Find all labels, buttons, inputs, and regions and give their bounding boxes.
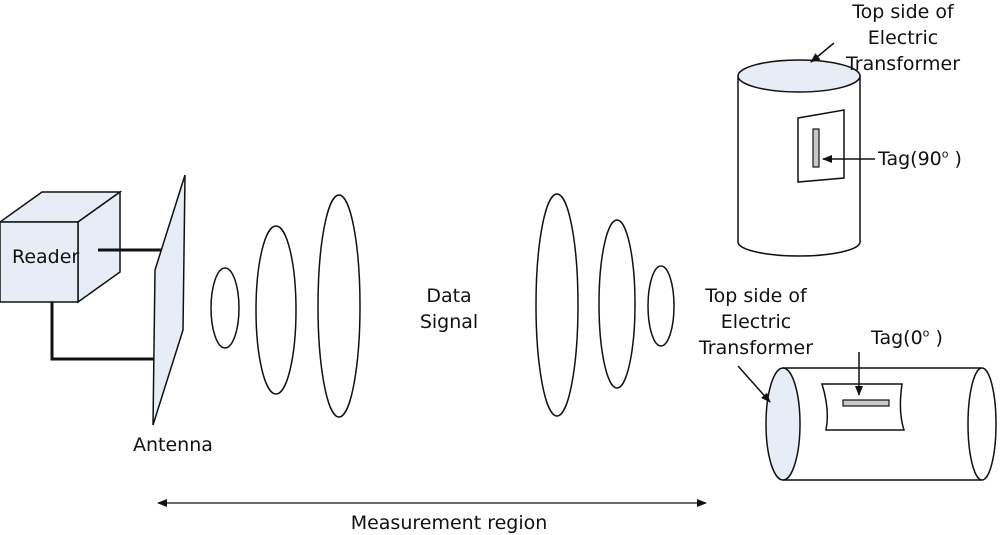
data-signal-label-line2: Signal <box>419 311 479 333</box>
measurement-region-label: Measurement region <box>350 512 548 534</box>
top-side-label-upright-line2: Electric <box>867 27 939 49</box>
transformer-horizontal <box>765 367 997 481</box>
reader-box <box>0 190 123 304</box>
reader-cables <box>50 248 162 361</box>
signal-waves-left <box>210 194 361 418</box>
signal-waves-right <box>535 193 675 417</box>
arrow-top-side-upright <box>810 42 835 63</box>
top-side-label-upright-line3: Transformer <box>845 53 961 75</box>
data-signal-label-line1: Data <box>426 285 472 307</box>
tag-0-label: Tag(0o ) <box>871 326 943 349</box>
antenna-panel <box>152 174 186 426</box>
antenna-label: Antenna <box>133 434 213 456</box>
transformer-upright <box>737 59 861 257</box>
top-side-label-horizontal-line3: Transformer <box>698 337 814 359</box>
reader-label: Reader <box>12 246 80 268</box>
arrow-top-side-horizontal <box>737 365 771 403</box>
top-side-label-horizontal-line2: Electric <box>720 311 792 333</box>
tag-90-label: Tag(90o ) <box>878 147 962 170</box>
top-side-label-horizontal-line1: Top side of <box>705 285 807 307</box>
top-side-label-upright-line1: Top side of <box>852 1 954 23</box>
